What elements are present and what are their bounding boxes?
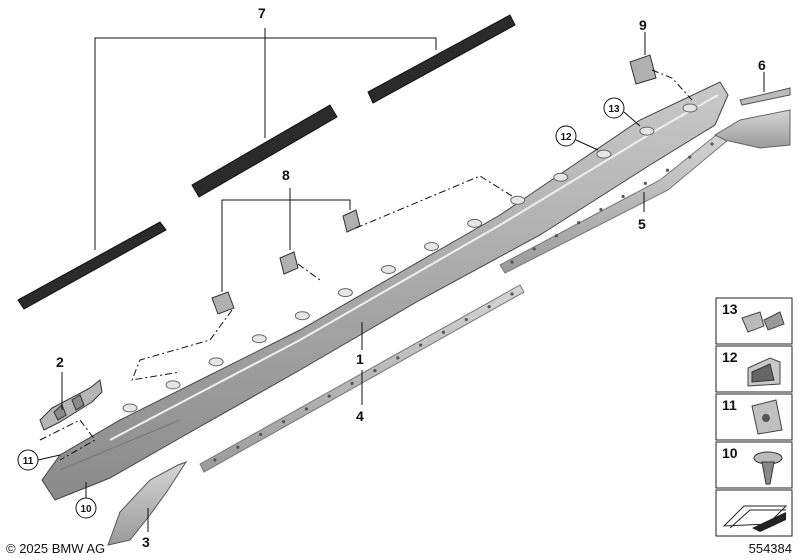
sill-clip-bosses bbox=[122, 103, 698, 413]
legend-item-11[interactable]: 11 bbox=[715, 393, 793, 441]
clip-dot bbox=[327, 394, 331, 398]
legend-item-13[interactable]: 13 bbox=[715, 297, 793, 345]
clip-dot bbox=[532, 247, 536, 251]
copyright-text: © 2025 BMW AG bbox=[6, 541, 105, 556]
sill-boss bbox=[553, 172, 569, 182]
clip-dot bbox=[350, 381, 354, 385]
callout-6: 6 bbox=[758, 57, 766, 73]
svg-text:11: 11 bbox=[722, 397, 737, 413]
sill-boss bbox=[467, 218, 483, 228]
clip-dot bbox=[599, 207, 603, 212]
clip-dot bbox=[373, 369, 377, 373]
circled-callout-13: 13 bbox=[603, 97, 641, 127]
strip-5-clip-dots bbox=[510, 142, 714, 264]
clip-part-9[interactable] bbox=[629, 54, 657, 85]
bracket-part-2[interactable] bbox=[39, 379, 103, 431]
diagram-number: 554384 bbox=[749, 541, 792, 556]
callout-3: 3 bbox=[142, 534, 150, 550]
sill-boss bbox=[337, 288, 353, 298]
clip-part-8[interactable] bbox=[211, 209, 361, 315]
sill-boss bbox=[510, 195, 526, 205]
strip-4-clip-dots bbox=[213, 292, 514, 462]
sill-boss bbox=[251, 334, 267, 344]
callout-7: 7 bbox=[258, 5, 266, 21]
svg-text:10: 10 bbox=[80, 504, 92, 515]
legend-item-10[interactable]: 10 bbox=[715, 441, 793, 489]
sill-boss bbox=[639, 126, 655, 136]
clip-dot bbox=[259, 432, 263, 437]
clip-dot bbox=[304, 407, 308, 411]
clip-dot bbox=[213, 458, 217, 462]
sill-boss bbox=[294, 311, 310, 321]
callout-1: 1 bbox=[356, 351, 364, 367]
trim-piece-part-3[interactable] bbox=[107, 461, 188, 546]
svg-text:10: 10 bbox=[722, 445, 738, 461]
clip-dot bbox=[665, 168, 670, 172]
clip-dot bbox=[643, 181, 647, 185]
clip-dot bbox=[621, 194, 625, 199]
svg-text:12: 12 bbox=[560, 132, 572, 143]
clip-dot bbox=[487, 305, 491, 309]
callout-5: 5 bbox=[638, 216, 646, 232]
svg-text:11: 11 bbox=[23, 456, 34, 467]
sill-boss bbox=[596, 149, 612, 159]
sill-boss bbox=[682, 103, 698, 113]
legend-sill-icon bbox=[715, 489, 793, 537]
legend-panel: 13 12 11 10 bbox=[715, 297, 793, 537]
svg-text:12: 12 bbox=[722, 349, 738, 365]
seal-strip-part-7[interactable] bbox=[17, 14, 516, 310]
clip-dot bbox=[441, 330, 446, 334]
svg-text:13: 13 bbox=[608, 104, 620, 115]
clip-dot bbox=[281, 420, 286, 424]
sill-boss bbox=[380, 265, 396, 275]
clip-dot bbox=[236, 445, 240, 449]
callout-2: 2 bbox=[56, 354, 64, 370]
callout-4: 4 bbox=[356, 408, 364, 424]
clip-dot bbox=[419, 343, 423, 347]
side-sill-part-1[interactable] bbox=[41, 81, 729, 501]
circled-callout-11: 11 bbox=[17, 449, 61, 471]
callout-8: 8 bbox=[282, 167, 290, 183]
circled-callout-10: 10 bbox=[75, 482, 97, 519]
sill-boss bbox=[122, 403, 138, 413]
dash-part-9 bbox=[651, 69, 693, 101]
leader-part-8 bbox=[221, 188, 351, 292]
clip-dot bbox=[710, 142, 714, 146]
sill-boss bbox=[424, 241, 440, 251]
leader-part-7 bbox=[94, 28, 437, 250]
circled-callout-12: 12 bbox=[555, 125, 599, 151]
callout-9: 9 bbox=[639, 17, 647, 33]
clip-dot bbox=[577, 221, 581, 225]
svg-text:13: 13 bbox=[722, 301, 738, 317]
clip-dot bbox=[510, 292, 514, 296]
end-cap-part-6[interactable] bbox=[713, 87, 791, 149]
clip-dot bbox=[464, 317, 468, 322]
legend-item-12[interactable]: 12 bbox=[715, 345, 793, 393]
clip-dot bbox=[510, 260, 514, 264]
sill-boss bbox=[165, 380, 181, 390]
clip-dot bbox=[554, 234, 559, 238]
clip-dot bbox=[396, 356, 400, 360]
clip-dot bbox=[688, 155, 692, 159]
dash-part-8 bbox=[131, 175, 513, 381]
sill-boss bbox=[208, 357, 224, 367]
